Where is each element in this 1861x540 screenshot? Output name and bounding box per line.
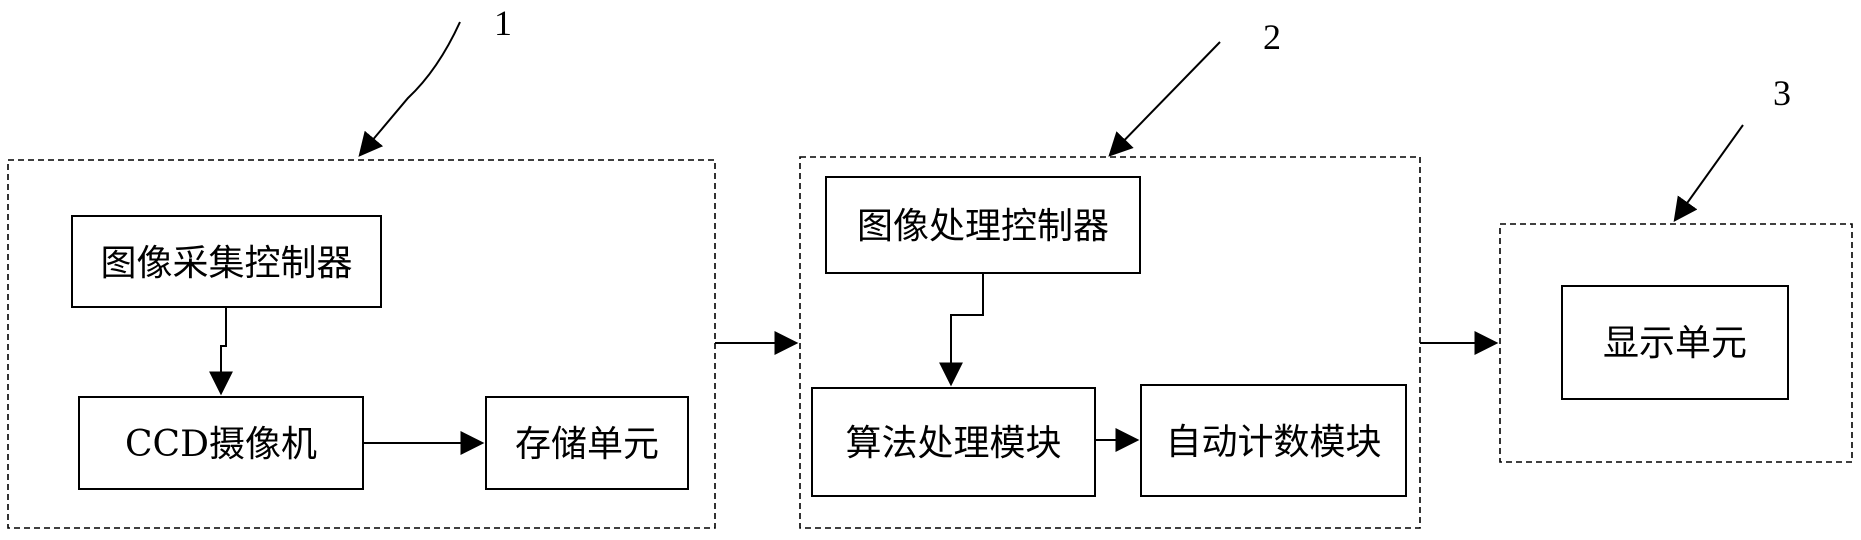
display-unit-label: 显示单元 — [1603, 323, 1747, 364]
group-1-leader — [360, 22, 460, 155]
group-2-leader — [1110, 42, 1220, 155]
ccd-camera-label: CCD摄像机 — [125, 424, 317, 465]
group-1-number: 1 — [494, 3, 512, 43]
arrow-processing-to-algorithm — [951, 273, 983, 384]
group-3-number: 3 — [1773, 73, 1791, 113]
group-3-leader — [1675, 125, 1743, 220]
processing-controller-label: 图像处理控制器 — [857, 206, 1109, 247]
arrow-controller-to-ccd — [221, 307, 226, 393]
storage-unit-label: 存储单元 — [515, 424, 659, 465]
algorithm-module-label: 算法处理模块 — [845, 423, 1061, 464]
capture-controller-label: 图像采集控制器 — [100, 243, 352, 284]
group-2-number: 2 — [1263, 17, 1281, 57]
counting-module-label: 自动计数模块 — [1165, 422, 1381, 463]
